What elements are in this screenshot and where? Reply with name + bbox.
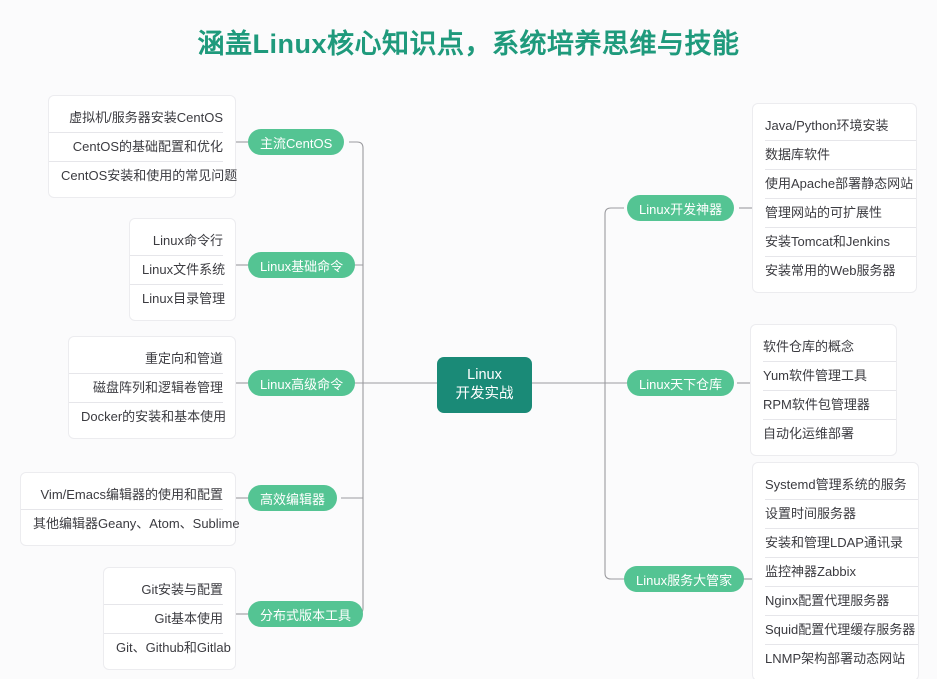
- leaf-item[interactable]: 重定向和管道: [144, 351, 223, 366]
- leaf-card-left-1: Linux命令行 Linux文件系统 Linux目录管理: [129, 218, 236, 321]
- branch-pill-right-2[interactable]: Linux服务大管家: [624, 566, 745, 592]
- leaf-item[interactable]: CentOS的基础配置和优化: [49, 132, 235, 161]
- leaf-card-right-0: Java/Python环境安装 数据库软件 使用Apache部署静态网站 管理网…: [752, 103, 917, 293]
- leaf-item[interactable]: Git、Github和Gitlab: [104, 633, 235, 662]
- leaf-item[interactable]: Java/Python环境安装: [765, 118, 889, 133]
- leaf-item[interactable]: 软件仓库的概念: [763, 339, 855, 354]
- leaf-item[interactable]: Squid配置代理缓存服务器: [753, 615, 918, 644]
- leaf-card-left-3: Vim/Emacs编辑器的使用和配置 其他编辑器Geany、Atom、Subli…: [20, 472, 240, 546]
- leaf-item[interactable]: 数据库软件: [753, 140, 916, 169]
- leaf-card-right-1: 软件仓库的概念 Yum软件管理工具 RPM软件包管理器 自动化运维部署: [750, 324, 897, 456]
- leaf-item[interactable]: Vim/Emacs编辑器的使用和配置: [40, 487, 224, 502]
- leaf-item[interactable]: 自动化运维部署: [751, 419, 896, 448]
- leaf-item[interactable]: 设置时间服务器: [753, 499, 918, 528]
- branch-pill-right-1[interactable]: Linux天下仓库: [627, 370, 735, 396]
- branch-pill-right-0[interactable]: Linux开发神器: [627, 195, 735, 221]
- leaf-item[interactable]: 安装常用的Web服务器: [753, 256, 916, 285]
- leaf-item[interactable]: 其他编辑器Geany、Atom、Sublime: [21, 509, 240, 538]
- leaf-item[interactable]: 使用Apache部署静态网站: [753, 169, 916, 198]
- leaf-item[interactable]: Yum软件管理工具: [751, 361, 896, 390]
- leaf-card-left-0: 虚拟机/服务器安装CentOS CentOS的基础配置和优化 CentOS安装和…: [48, 95, 237, 198]
- leaf-item[interactable]: Linux命令行: [152, 233, 223, 248]
- leaf-item[interactable]: RPM软件包管理器: [751, 390, 896, 419]
- leaf-card-left-2: 重定向和管道 磁盘阵列和逻辑卷管理 Docker的安装和基本使用: [68, 336, 236, 439]
- leaf-card-right-2: Systemd管理系统的服务 设置时间服务器 安装和管理LDAP通讯录 监控神器…: [752, 462, 919, 679]
- leaf-item[interactable]: 安装和管理LDAP通讯录: [753, 528, 918, 557]
- page-title: 涵盖Linux核心知识点，系统培养思维与技能: [197, 29, 740, 59]
- leaf-item[interactable]: CentOS安装和使用的常见问题: [49, 161, 237, 190]
- leaf-item[interactable]: Systemd管理系统的服务: [765, 477, 907, 492]
- branch-pill-left-4[interactable]: 分布式版本工具: [248, 601, 364, 627]
- leaf-card-left-4: Git安装与配置 Git基本使用 Git、Github和Gitlab: [103, 567, 236, 670]
- branch-pill-left-1[interactable]: Linux基础命令: [248, 252, 356, 278]
- leaf-item[interactable]: Linux文件系统: [130, 255, 235, 284]
- center-node-line1: Linux: [467, 367, 502, 383]
- leaf-item[interactable]: Git安装与配置: [141, 582, 223, 597]
- leaf-item[interactable]: 虚拟机/服务器安装CentOS: [69, 110, 223, 125]
- leaf-item[interactable]: 监控神器Zabbix: [753, 557, 918, 586]
- branch-pill-left-2[interactable]: Linux高级命令: [248, 370, 356, 396]
- leaf-item[interactable]: Git基本使用: [104, 604, 235, 633]
- branch-pill-left-0[interactable]: 主流CentOS: [248, 129, 345, 155]
- leaf-item[interactable]: Nginx配置代理服务器: [753, 586, 918, 615]
- leaf-item[interactable]: LNMP架构部署动态网站: [753, 644, 918, 673]
- center-node-line2: 开发实战: [455, 386, 514, 402]
- leaf-item[interactable]: Linux目录管理: [130, 284, 235, 313]
- center-node[interactable]: Linux 开发实战: [437, 357, 532, 413]
- branch-pill-left-3[interactable]: 高效编辑器: [248, 485, 338, 511]
- leaf-item[interactable]: 磁盘阵列和逻辑卷管理: [69, 373, 235, 402]
- leaf-item[interactable]: 管理网站的可扩展性: [753, 198, 916, 227]
- leaf-item[interactable]: 安装Tomcat和Jenkins: [753, 227, 916, 256]
- leaf-item[interactable]: Docker的安装和基本使用: [69, 402, 235, 431]
